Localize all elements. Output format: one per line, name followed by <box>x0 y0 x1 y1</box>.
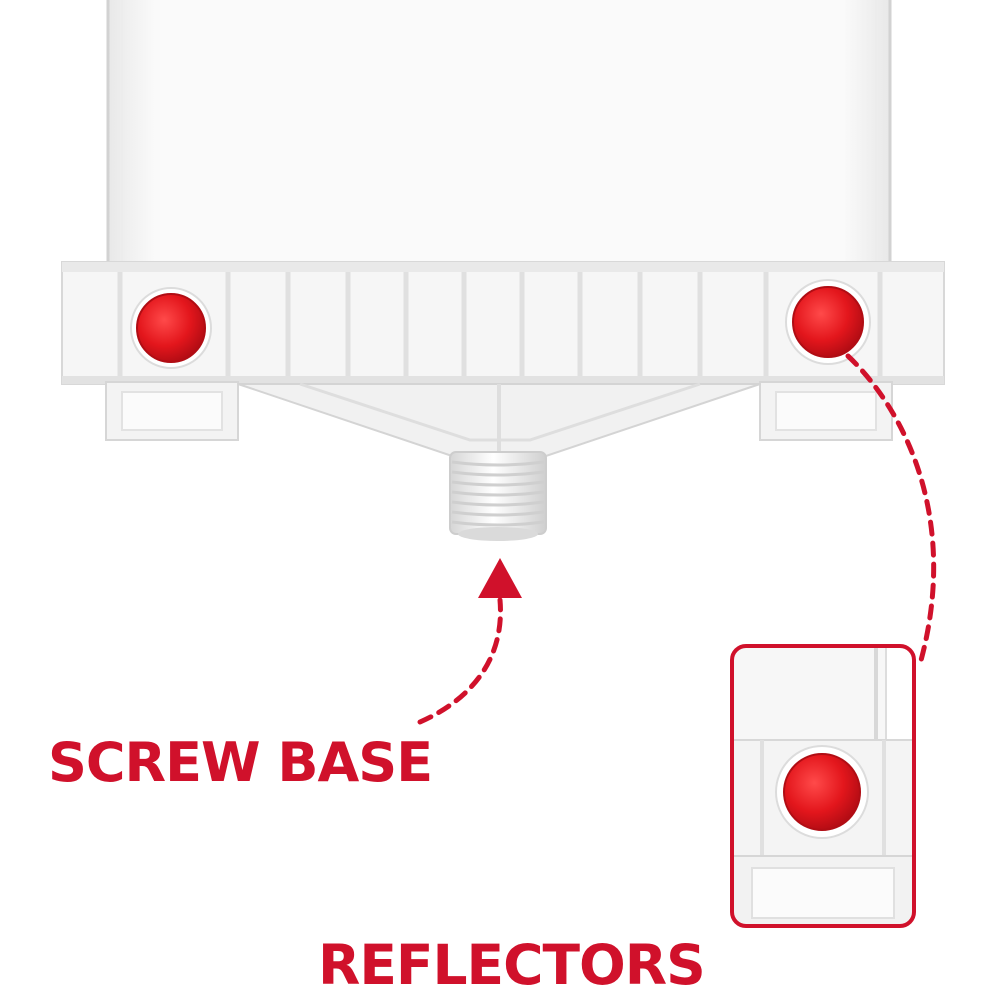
screw-thread <box>451 480 545 487</box>
reflectors-label: REFLECTORS <box>318 933 706 997</box>
reflector-left <box>130 287 212 369</box>
sign-board <box>106 0 892 268</box>
reflector-inset <box>730 644 916 928</box>
screw-thread <box>451 490 545 497</box>
screw-thread <box>451 510 545 517</box>
screw-thread <box>451 500 545 507</box>
screw-base-label: SCREW BASE <box>48 731 433 794</box>
screw-base-arrow <box>417 558 522 725</box>
screw-thread <box>451 470 545 477</box>
screw-thread <box>451 520 545 527</box>
reflector-callout-line <box>845 353 937 667</box>
screw-base <box>449 451 547 541</box>
screw-thread <box>451 460 545 467</box>
reflector-right <box>785 279 871 365</box>
